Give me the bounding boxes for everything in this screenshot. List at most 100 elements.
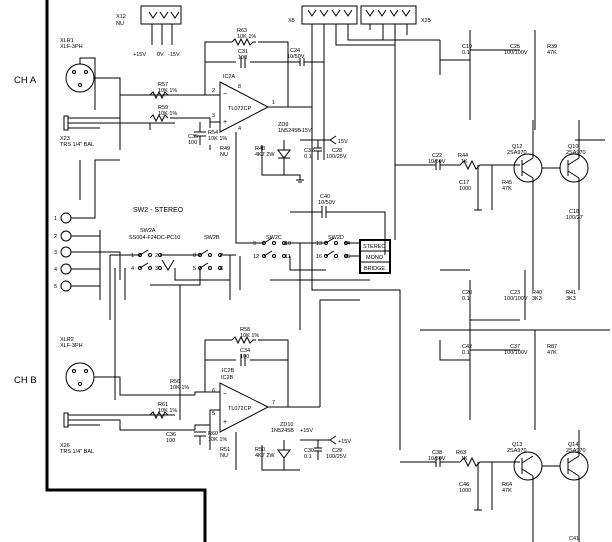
zd10-rail: +15V <box>300 428 313 434</box>
c18-value: 100/27 <box>566 215 583 221</box>
r51-value: NU <box>220 453 228 459</box>
c37-value: 100/100V <box>504 350 528 356</box>
r56-label: R56 <box>170 379 180 385</box>
x26-jack: X26 TRS 1/4" BAL <box>60 412 100 455</box>
r58-label: R58 <box>240 327 250 333</box>
svg-text:Q14: Q14 <box>568 442 578 448</box>
ch-b-label: CH B <box>14 375 37 386</box>
c25-label: C25 <box>510 44 520 50</box>
r57-resistor <box>149 90 169 100</box>
c42-label: C42 <box>462 344 472 350</box>
c34-value: 100 <box>240 354 249 360</box>
c19-label: C19 <box>462 44 472 50</box>
c29-value: 100/25V <box>326 454 347 460</box>
zd10-part: 1N5245B <box>271 428 294 434</box>
svg-text:11: 11 <box>285 254 291 260</box>
r58-resistor <box>231 335 256 345</box>
r61-value: 10K 1% <box>158 408 177 414</box>
c22-value: 10/50V <box>428 159 446 165</box>
c46-label: C46 <box>459 482 469 488</box>
xlr2-connector: XLR2 XLF-3PH <box>60 337 95 392</box>
svg-text:10: 10 <box>285 241 291 247</box>
c17-label: C17 <box>459 180 469 186</box>
svg-text:9: 9 <box>253 241 256 247</box>
mode-indicator: STEREO MONO BRIDGE <box>359 239 391 274</box>
r61-resistor <box>149 410 169 420</box>
sw2c-label: SW2C <box>266 235 282 241</box>
r45-label: R45 <box>502 180 512 186</box>
ic2b-opamp: − + IC2B TL072CP 6 5 7 <box>212 375 275 433</box>
x23-label: X23 <box>60 136 70 142</box>
q14-transistor: Q14 2SA970 <box>559 442 589 481</box>
ic2b-label: IC2B <box>221 375 234 381</box>
r50-label: R50 <box>255 447 265 453</box>
ic2a-opamp: − + IC2A TL072CP 2 3 1 8 4 <box>212 74 275 133</box>
c31-label: C31 <box>238 49 248 55</box>
ic2a-part: TL072CP <box>228 106 252 112</box>
c20-value: 0.1 <box>462 296 470 302</box>
c30-value: 0.1 <box>304 454 312 460</box>
x12-pin-plus15: +15V <box>133 52 146 58</box>
mode-bridge: BRIDGE <box>364 266 385 272</box>
r51-label: R51 <box>220 447 230 453</box>
x23-type: TRS 1/4" BAL <box>60 142 94 148</box>
r58-value: 10K 1% <box>240 333 259 339</box>
mode-stereo: STEREO <box>363 244 386 250</box>
svg-text:Q10: Q10 <box>568 144 578 150</box>
ch-b-15v: +15V <box>338 439 351 445</box>
zd9-zener <box>277 140 291 175</box>
svg-text:2: 2 <box>155 253 158 259</box>
r64-value: 47K <box>502 488 512 494</box>
c35-value: 100 <box>188 140 197 146</box>
svg-text:6: 6 <box>212 388 215 394</box>
svg-text:3: 3 <box>54 250 57 256</box>
r59-label: R59 <box>158 105 168 111</box>
c20-label: C20 <box>462 290 472 296</box>
r60-value: 10K 1% <box>208 437 227 443</box>
zd10-zener <box>277 440 291 470</box>
c23-value: 100/100V <box>504 296 528 302</box>
c35-label: C35 <box>188 134 198 140</box>
c24-value: 10/50V <box>287 54 305 60</box>
r40-value: 3K3 <box>532 296 542 302</box>
svg-text:2SA970: 2SA970 <box>507 150 527 156</box>
c36-capacitor <box>194 425 211 450</box>
xlr1-type: XLF-3PH <box>60 44 83 50</box>
r63-label: R63 <box>237 28 247 34</box>
r61-label: R61 <box>158 402 168 408</box>
c29-label: C29 <box>332 448 342 454</box>
x8-label: X8 <box>288 18 295 24</box>
r44-value: 1K <box>461 159 468 165</box>
connector-x25: X25 <box>360 5 431 25</box>
c40-value: 10/50V <box>318 200 336 206</box>
r63-value: 10K 1% <box>237 34 256 40</box>
svg-text:2SA970: 2SA970 <box>566 150 586 156</box>
r45-value: 47K <box>502 186 512 192</box>
svg-text:4: 4 <box>238 126 241 132</box>
c34-capacitor <box>240 354 246 366</box>
c24-label: C24 <box>290 48 300 54</box>
c17-value: 1000 <box>459 186 471 192</box>
c36-label: C36 <box>166 432 176 438</box>
c41-label: C41 <box>569 536 579 542</box>
svg-text:2: 2 <box>54 234 57 240</box>
x26-type: TRS 1/4" BAL <box>60 449 94 455</box>
svg-text:5: 5 <box>193 266 196 272</box>
q10-transistor: Q10 2SA970 <box>559 144 589 183</box>
switch-title: SW2 - STEREO <box>133 207 184 214</box>
c28-value: 100/25V <box>326 154 347 160</box>
r87-value: 47K <box>547 350 557 356</box>
c36-value: 100 <box>166 438 175 444</box>
c32-label: C32 <box>304 148 314 154</box>
ic2b-part: TL072CP <box>228 406 252 412</box>
ic2a-label: IC2A <box>223 74 236 80</box>
r57-value: 10K 1% <box>158 88 177 94</box>
r59-value: 10K 1% <box>158 111 177 117</box>
svg-text:8: 8 <box>193 253 196 259</box>
r49-label: R49 <box>220 146 230 152</box>
ch-a-15v: 15V <box>338 139 348 145</box>
r50-value: 4K7 2W <box>255 453 275 459</box>
zd9-label: ZD9 <box>278 122 288 128</box>
